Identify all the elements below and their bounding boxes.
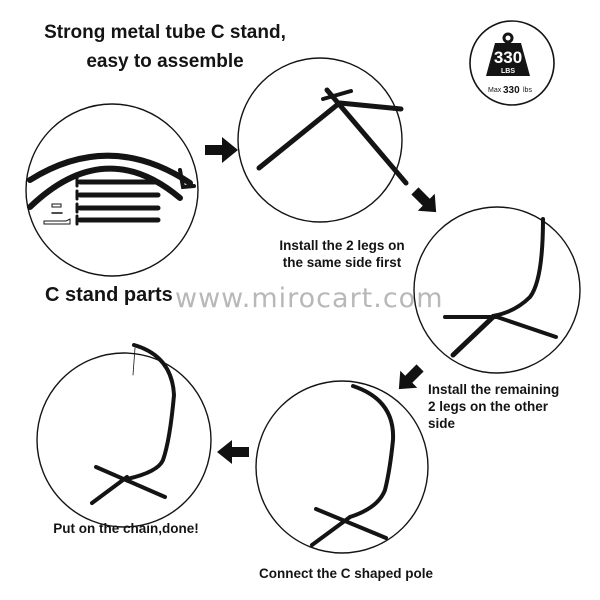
- step-1-caption: C stand parts: [45, 284, 173, 306]
- badge-max-prefix: Max: [488, 87, 502, 94]
- step-3-four-legs-illustration: [413, 206, 581, 374]
- parts-icon: [27, 152, 196, 226]
- title-line-1: Strong metal tube C stand,: [44, 22, 286, 43]
- two-legs-icon: [256, 87, 409, 186]
- arrow-down-right-icon: [411, 187, 437, 213]
- c-pole-icon: [310, 384, 396, 547]
- chain-icon: [132, 347, 136, 376]
- arrow-down-left-icon: [398, 364, 424, 390]
- watermark: www.mirocart.com: [175, 283, 444, 314]
- step-3-caption-line-3: side: [428, 416, 456, 431]
- step-2-caption: Install the 2 legs on the same side firs…: [262, 237, 422, 271]
- step-2-two-legs-illustration: [237, 57, 409, 223]
- badge-max-value: 330: [503, 85, 520, 96]
- step-4-caption: Connect the C shaped pole: [258, 566, 434, 581]
- flow-arrows: [205, 137, 437, 464]
- step-2-caption-line-2: the same side first: [282, 255, 402, 270]
- finished-stand-icon: [90, 343, 177, 505]
- badge-max-unit: lbs: [523, 87, 532, 94]
- step-4-c-pole-illustration: [255, 380, 429, 554]
- badge-unit: LBS: [501, 68, 515, 75]
- arrow-left-icon: [217, 440, 249, 464]
- step-3-caption-line-1: Install the remaining: [428, 382, 560, 397]
- step-3-caption: Install the remaining 2 legs on the othe…: [428, 381, 598, 432]
- four-legs-icon: [443, 217, 558, 358]
- step-2-caption-line-1: Install the 2 legs on: [279, 238, 405, 253]
- arrow-right-icon: [205, 137, 238, 163]
- title-line-2: easy to assemble: [86, 51, 244, 72]
- step-5-caption: Put on the chain,done!: [53, 521, 199, 536]
- badge-value: 330: [494, 48, 522, 67]
- step-1-parts-illustration: [25, 103, 199, 277]
- step-5-finished-stand-illustration: [36, 343, 212, 528]
- weight-capacity-badge: 330 LBS Max 330 lbs: [469, 20, 555, 106]
- step-3-caption-line-2: 2 legs on the other: [428, 399, 549, 414]
- page-title: Strong metal tube C stand, easy to assem…: [20, 18, 310, 76]
- weight-icon: [486, 32, 530, 76]
